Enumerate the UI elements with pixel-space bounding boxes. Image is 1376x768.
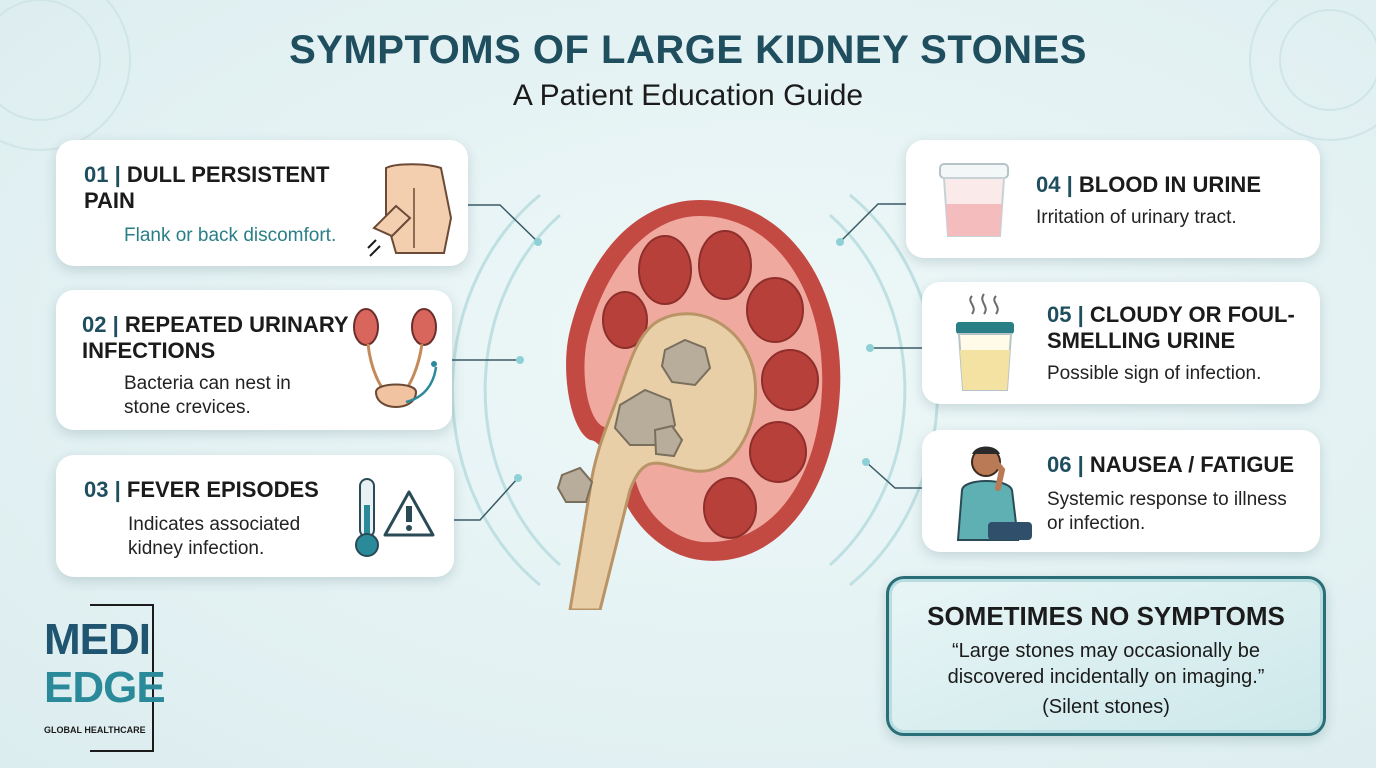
symptom-title-04: BLOOD IN URINE — [1078, 172, 1261, 197]
thermometer-icon — [355, 478, 379, 557]
symptom-desc-03: Indicates associated kidney infection. — [128, 514, 301, 559]
no-symptoms-title: SOMETIMES NO SYMPTOMS — [927, 601, 1285, 631]
fatigued-person-icon — [956, 446, 1032, 541]
logo-frame — [90, 604, 154, 752]
symptom-desc-02: Bacteria can nest in stone crevices. — [124, 373, 291, 418]
symptom-heading-02: 02 | REPEATED URINARY INFECTIONS — [82, 312, 362, 364]
urine-cup-blood-icon — [939, 163, 1009, 237]
no-symptoms-aside: (Silent stones) — [1042, 696, 1170, 718]
symptom-desc-05: Possible sign of infection. — [1047, 363, 1262, 384]
symptom-title-02: REPEATED URINARY INFECTIONS — [82, 312, 349, 363]
logo-tagline: GLOBAL HEALTHCARE — [44, 725, 146, 735]
page-title: SYMPTOMS OF LARGE KIDNEY STONES — [289, 28, 1087, 72]
symptom-title-06: NAUSEA / FATIGUE — [1089, 452, 1294, 477]
no-symptoms-quote: “Large stones may occasionally be discov… — [947, 640, 1265, 688]
logo-line-1: MEDI — [44, 615, 151, 664]
back-pain-icon — [367, 163, 453, 257]
page-subtitle: A Patient Education Guide — [512, 79, 864, 112]
symptom-heading-03: 03 | FEVER EPISODES — [84, 477, 344, 503]
symptom-number-03: 03 | — [84, 477, 121, 502]
symptom-card-02: 02 | REPEATED URINARY INFECTIONS Bacteri… — [56, 290, 452, 430]
logo-line-2: EDGE — [44, 663, 166, 712]
symptom-number-06: 06 | — [1047, 452, 1084, 477]
symptom-number-02: 02 | — [82, 312, 119, 337]
symptom-desc-06: Systemic response to illness or infectio… — [1047, 489, 1287, 534]
symptom-desc-04: Irritation of urinary tract. — [1036, 207, 1237, 228]
kidney-stones — [556, 338, 712, 503]
urinary-tract-icon — [353, 308, 438, 408]
symptom-heading-05: 05 | CLOUDY OR FOUL-SMELLING URINE — [1047, 302, 1317, 354]
symptom-title-03: FEVER EPISODES — [126, 477, 319, 502]
kidney-pyramids — [602, 230, 819, 539]
warning-icon — [383, 490, 435, 537]
symptom-card-05: 05 | CLOUDY OR FOUL-SMELLING URINE Possi… — [922, 282, 1320, 404]
symptom-title-01: DULL PERSISTENT PAIN — [84, 162, 330, 213]
symptom-number-01: 01 | — [84, 162, 121, 187]
symptom-number-04: 04 | — [1036, 172, 1073, 197]
symptom-desc-01: Flank or back discomfort. — [124, 225, 337, 246]
symptom-card-06: 06 | NAUSEA / FATIGUE Systemic response … — [922, 430, 1320, 552]
symptom-heading-06: 06 | NAUSEA / FATIGUE — [1047, 452, 1317, 478]
cloudy-urine-icon — [956, 293, 1014, 391]
brand-logo: MEDI EDGE GLOBAL HEALTHCARE — [40, 604, 166, 752]
renal-pelvis — [568, 312, 758, 610]
no-symptoms-callout: SOMETIMES NO SYMPTOMS “Large stones may … — [886, 576, 1326, 736]
symptom-heading-01: 01 | DULL PERSISTENT PAIN — [84, 162, 344, 214]
symptom-card-01: 01 | DULL PERSISTENT PAIN Flank or back … — [56, 140, 468, 266]
symptom-title-05: CLOUDY OR FOUL-SMELLING URINE — [1047, 302, 1295, 353]
symptom-number-05: 05 | — [1047, 302, 1084, 327]
symptom-card-04: 04 | BLOOD IN URINE Irritation of urinar… — [906, 140, 1320, 258]
symptom-card-03: 03 | FEVER EPISODES Indicates associated… — [56, 455, 454, 577]
symptom-heading-04: 04 | BLOOD IN URINE — [1036, 172, 1306, 198]
kidney-illustration — [556, 200, 841, 610]
header: SYMPTOMS OF LARGE KIDNEY STONES A Patien… — [0, 28, 1376, 113]
